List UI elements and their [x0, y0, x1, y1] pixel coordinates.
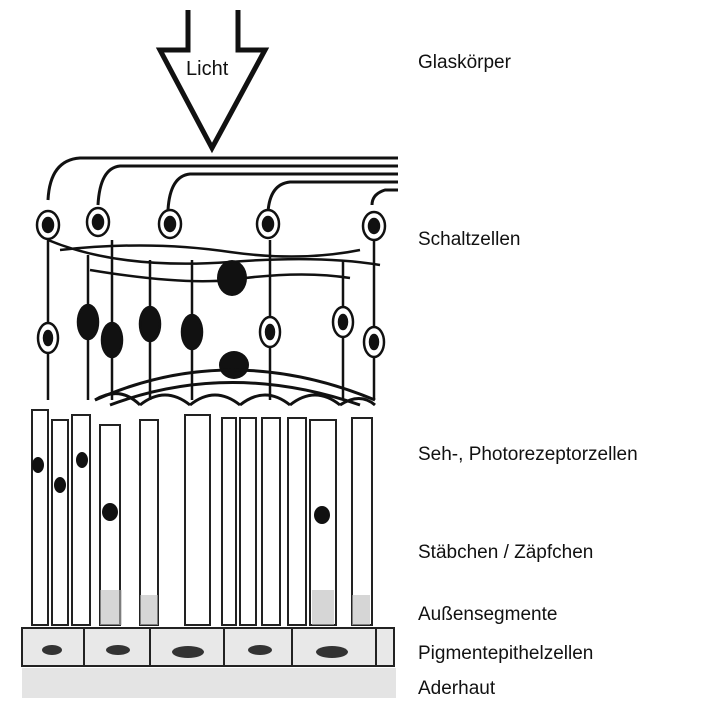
label-photorezeptorzellen: Seh-, Photorezeptorzellen	[418, 444, 638, 466]
label-pigmentepithelzellen: Pigmentepithelzellen	[418, 643, 593, 665]
label-aussensegmente: Außensegmente	[418, 604, 557, 626]
nerve-fibers	[48, 158, 398, 212]
horizontal-connections	[48, 240, 380, 281]
label-aderhaut: Aderhaut	[418, 678, 495, 700]
label-schaltzellen: Schaltzellen	[418, 229, 520, 251]
photoreceptor-nuclei	[32, 452, 330, 524]
choroid	[22, 668, 396, 698]
amacrine-cells	[217, 260, 249, 379]
label-glaskoerper: Glaskörper	[418, 52, 511, 74]
light-label: Licht	[186, 58, 228, 80]
ganglion-cells	[37, 208, 385, 240]
label-staebchen-zaepfchen: Stäbchen / Zäpfchen	[418, 542, 593, 564]
